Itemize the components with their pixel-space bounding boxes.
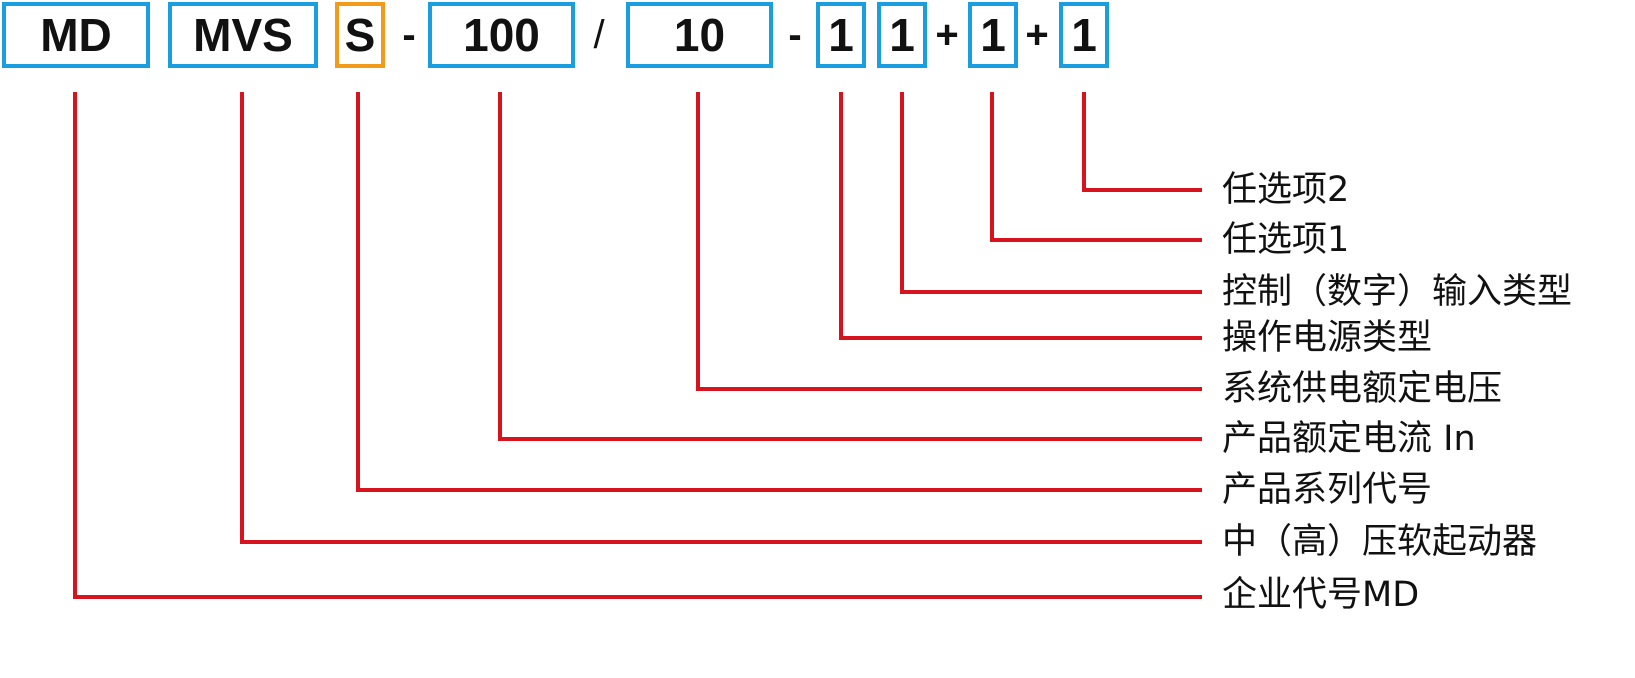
connector-series: [356, 92, 1202, 492]
code-box-enterprise: MD: [2, 2, 150, 68]
label-option-1: 任选项1: [1222, 220, 1350, 260]
code-box-option-2: 1: [1059, 2, 1109, 68]
connector-enterprise: [73, 92, 1202, 599]
label-input-type: 控制（数字）输入类型: [1222, 272, 1573, 312]
label-option-2: 任选项2: [1222, 170, 1350, 210]
code-box-rated-current: 100: [428, 2, 575, 68]
code-box-power-type: 1: [816, 2, 866, 68]
code-box-series: S: [335, 2, 385, 68]
connector-product-type: [240, 92, 1202, 544]
label-power-type: 操作电源类型: [1222, 318, 1433, 358]
separator-plus-1: +: [935, 12, 959, 57]
code-box-rated-voltage: 10: [626, 2, 773, 68]
connector-rated-voltage: [696, 92, 1202, 391]
connector-input-type: [900, 92, 1202, 294]
separator-slash: /: [593, 12, 605, 57]
code-box-option-1: 1: [968, 2, 1018, 68]
separator-dash-2: -: [788, 12, 802, 57]
code-box-input-type: 1: [877, 2, 927, 68]
separator-plus-2: +: [1025, 12, 1049, 57]
connector-option-1: [990, 92, 1202, 242]
label-rated-current: 产品额定电流 In: [1222, 419, 1476, 459]
label-series: 产品系列代号: [1222, 470, 1433, 510]
code-box-product-type: MVS: [168, 2, 318, 68]
separator-dash-1: -: [402, 12, 416, 57]
connector-option-2: [1082, 92, 1202, 192]
connector-rated-current: [498, 92, 1202, 441]
connector-power-type: [839, 92, 1202, 340]
label-rated-voltage: 系统供电额定电压: [1222, 369, 1503, 409]
label-enterprise: 企业代号MD: [1222, 575, 1420, 615]
label-product-type: 中（高）压软起动器: [1222, 522, 1538, 562]
